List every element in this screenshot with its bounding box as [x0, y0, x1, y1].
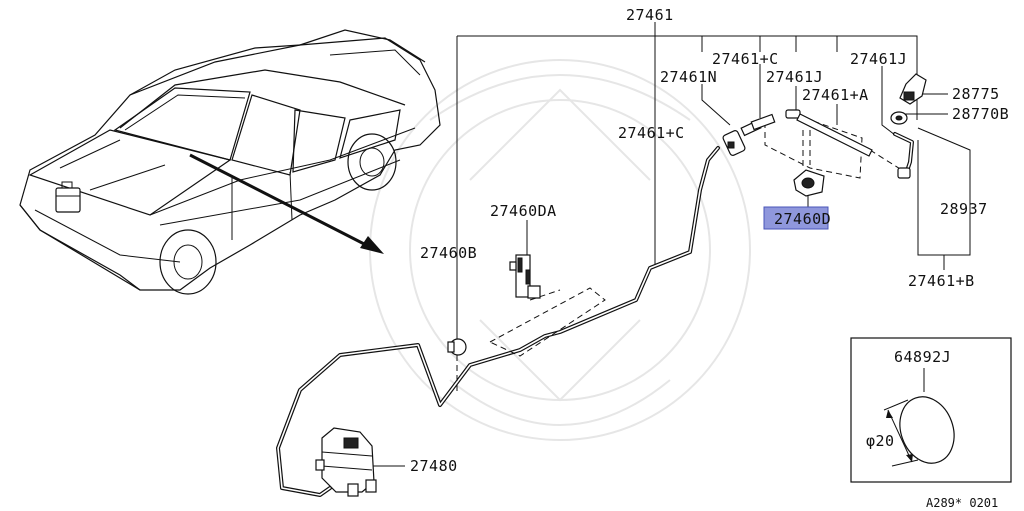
label-28775[interactable]: 28775 — [952, 85, 1000, 103]
part-nozzle-28775 — [899, 73, 927, 105]
label-27461n[interactable]: 27461N — [660, 68, 717, 86]
part-clip-27460d — [793, 169, 825, 197]
label-27461b[interactable]: 27461+B — [908, 272, 975, 290]
part-connector-27461j — [785, 109, 801, 119]
label-27460da[interactable]: 27460DA — [490, 202, 557, 220]
label-27460b[interactable]: 27460B — [420, 244, 477, 262]
label-27461a[interactable]: 27461+A — [802, 86, 869, 104]
part-clip-27460b — [447, 338, 467, 356]
label-27461j-right[interactable]: 27461J — [850, 50, 907, 68]
part-clip-27460da — [509, 254, 541, 299]
dashed-guides — [456, 119, 906, 392]
vehicle-illustration — [19, 29, 441, 295]
highlight-27460d — [763, 206, 829, 230]
diagram-code: A289* 0201 — [926, 496, 998, 510]
label-27461c-left[interactable]: 27461+C — [618, 124, 685, 142]
label-27480[interactable]: 27480 — [410, 457, 458, 475]
part-tank-27480 — [315, 427, 377, 497]
part-hose-28937 — [893, 132, 914, 179]
label-27461[interactable]: 27461 — [626, 6, 674, 24]
part-hose-27461a — [796, 113, 873, 157]
part-hose-27461c — [750, 113, 776, 131]
inset-cap-detail — [850, 337, 1012, 483]
label-27461j-mid[interactable]: 27461J — [766, 68, 823, 86]
part-grommet-28770b — [890, 111, 908, 125]
label-64892j[interactable]: 64892J — [894, 348, 951, 366]
label-28770b[interactable]: 28770B — [952, 105, 1009, 123]
label-dimension: φ20 — [866, 432, 895, 450]
label-27460d[interactable]: 27460D — [774, 210, 831, 228]
label-27461c-top[interactable]: 27461+C — [712, 50, 779, 68]
location-arrow — [189, 153, 384, 254]
washer-hose — [276, 146, 720, 497]
label-28937[interactable]: 28937 — [940, 200, 988, 218]
